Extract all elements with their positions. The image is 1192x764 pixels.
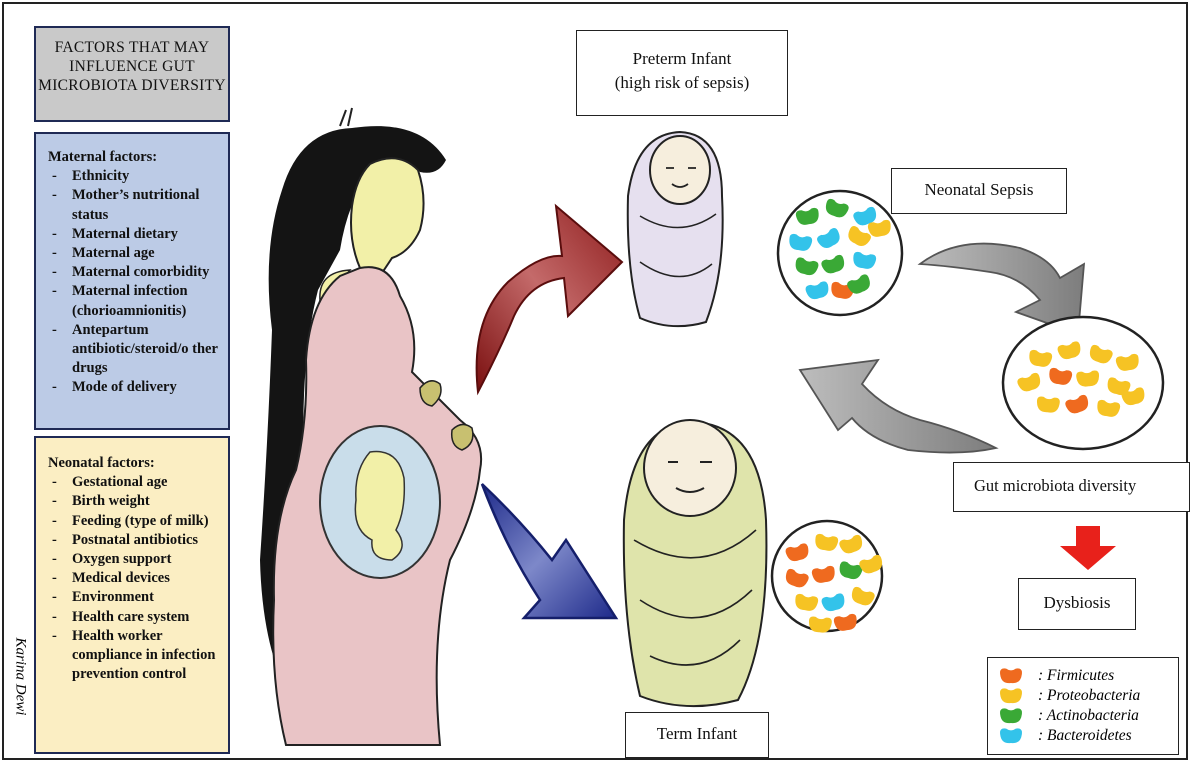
gut-diversity-label: Gut microbiota diversity bbox=[953, 462, 1190, 512]
signature-text: Karina Dewi bbox=[12, 638, 29, 748]
maternal-factors-box: Maternal factors: EthnicityMother’s nutr… bbox=[34, 132, 230, 430]
red-arrow-to-preterm bbox=[477, 206, 622, 392]
neonatal-factor-item: Birth weight bbox=[48, 492, 220, 511]
legend-item: : Actinobacteria bbox=[998, 706, 1178, 726]
down-red-arrow-icon bbox=[1060, 526, 1116, 570]
maternal-factor-item: Maternal infection (chorioamnionitis) bbox=[48, 282, 220, 320]
neonatal-factor-item: Health care system bbox=[48, 608, 220, 627]
maternal-factor-item: Maternal age bbox=[48, 244, 220, 263]
preterm-label-line2: (high risk of sepsis) bbox=[577, 71, 787, 95]
factors-title: FACTORS THAT MAY INFLUENCE GUT MICROBIOT… bbox=[34, 26, 230, 122]
neonatal-factor-item: Health worker compliance in infection pr… bbox=[48, 627, 220, 685]
neonatal-sepsis-label: Neonatal Sepsis bbox=[891, 168, 1067, 214]
blue-arrow-to-term bbox=[482, 484, 616, 618]
artist-signature: Karina Dewi bbox=[3, 640, 33, 760]
legend-item: : Proteobacteria bbox=[998, 686, 1178, 706]
maternal-factors-heading: Maternal factors: bbox=[48, 148, 220, 167]
legend-bean-icon bbox=[998, 708, 1024, 724]
maternal-factor-item: Antepartum antibiotic/steroid/o ther dru… bbox=[48, 321, 220, 379]
legend-bean-icon bbox=[998, 668, 1024, 684]
neonatal-factor-item: Gestational age bbox=[48, 473, 220, 492]
neonatal-factors-list: Gestational ageBirth weightFeeding (type… bbox=[48, 473, 220, 684]
neonatal-factors-box: Neonatal factors: Gestational ageBirth w… bbox=[34, 436, 230, 754]
maternal-factor-item: Mode of delivery bbox=[48, 378, 220, 397]
term-infant-label: Term Infant bbox=[625, 712, 769, 758]
maternal-factors-list: EthnicityMother’s nutritional statusMate… bbox=[48, 167, 220, 397]
legend-label: : Proteobacteria bbox=[1038, 687, 1140, 705]
pregnant-mother-illustration bbox=[260, 108, 481, 745]
preterm-infant-label: Preterm Infant (high risk of sepsis) bbox=[576, 30, 788, 116]
maternal-factor-item: Maternal dietary bbox=[48, 225, 220, 244]
maternal-factor-item: Mother’s nutritional status bbox=[48, 186, 220, 224]
dysbiosis-label: Dysbiosis bbox=[1018, 578, 1136, 630]
preterm-label-line1: Preterm Infant bbox=[577, 47, 787, 71]
bacteria-legend: : Firmicutes : Proteobacteria : Actinobact… bbox=[987, 657, 1179, 755]
legend-label: : Actinobacteria bbox=[1038, 707, 1139, 725]
legend-bean-icon bbox=[998, 688, 1024, 704]
neonatal-factor-item: Feeding (type of milk) bbox=[48, 512, 220, 531]
legend-label: : Bacteroidetes bbox=[1038, 727, 1132, 745]
neonatal-factors-heading: Neonatal factors: bbox=[48, 454, 220, 473]
maternal-factor-item: Maternal comorbidity bbox=[48, 263, 220, 282]
legend-label: : Firmicutes bbox=[1038, 667, 1114, 685]
preterm-infant-illustration bbox=[628, 132, 723, 326]
neonatal-factor-item: Medical devices bbox=[48, 569, 220, 588]
legend-bean-icon bbox=[998, 728, 1024, 744]
neonatal-factor-item: Environment bbox=[48, 588, 220, 607]
legend-item: : Firmicutes bbox=[998, 666, 1178, 686]
term-infant-illustration bbox=[624, 420, 767, 706]
neonatal-factor-item: Postnatal antibiotics bbox=[48, 531, 220, 550]
gray-arrow-back-to-sepsis bbox=[800, 360, 996, 453]
maternal-factor-item: Ethnicity bbox=[48, 167, 220, 186]
legend-item: : Bacteroidetes bbox=[998, 726, 1178, 746]
neonatal-factor-item: Oxygen support bbox=[48, 550, 220, 569]
